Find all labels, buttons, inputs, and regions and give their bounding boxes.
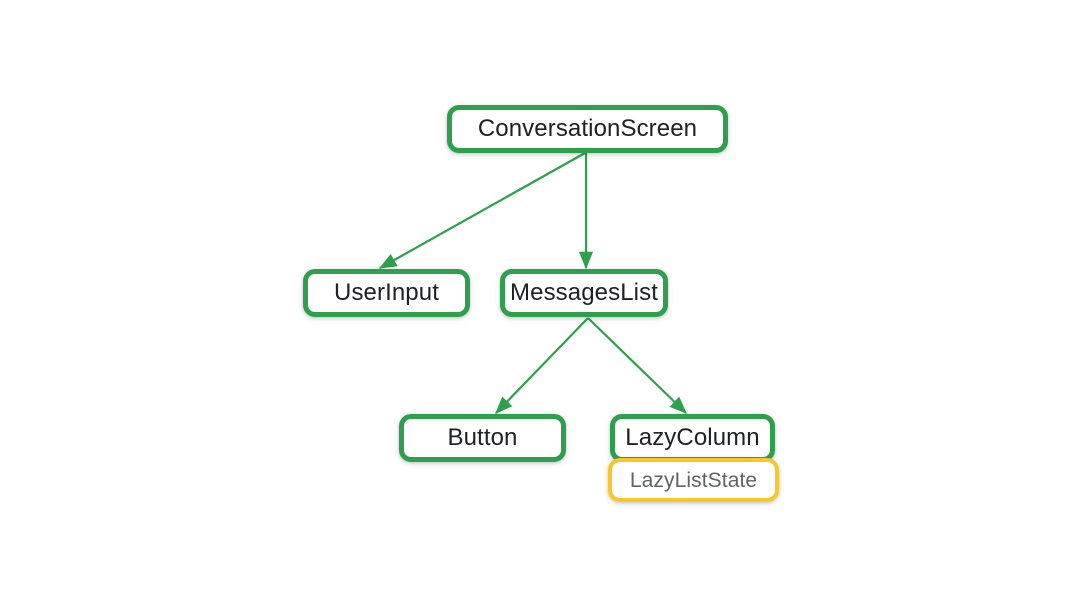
node-label-conversationscreen: ConversationScreen xyxy=(477,115,698,142)
node-messageslist[interactable]: MessagesList xyxy=(500,269,668,317)
node-label-lazyliststate: LazyListState xyxy=(629,468,758,492)
node-conversationscreen[interactable]: ConversationScreen xyxy=(447,105,728,153)
edges-group xyxy=(378,152,687,414)
node-button[interactable]: Button xyxy=(399,414,566,462)
node-lazyliststate[interactable]: LazyListState xyxy=(608,458,779,502)
node-label-button: Button xyxy=(447,424,518,451)
node-lazycolumn[interactable]: LazyColumn xyxy=(610,414,775,462)
node-label-userinput: UserInput xyxy=(334,279,439,306)
node-label-messageslist: MessagesList xyxy=(510,279,658,306)
node-userinput[interactable]: UserInput xyxy=(303,269,470,317)
edge-messageslist-button xyxy=(495,317,589,414)
node-label-lazycolumn: LazyColumn xyxy=(625,424,760,451)
edge-messageslist-lazycolumn xyxy=(587,317,687,414)
edge-conversationscreen-userinput xyxy=(378,152,586,269)
